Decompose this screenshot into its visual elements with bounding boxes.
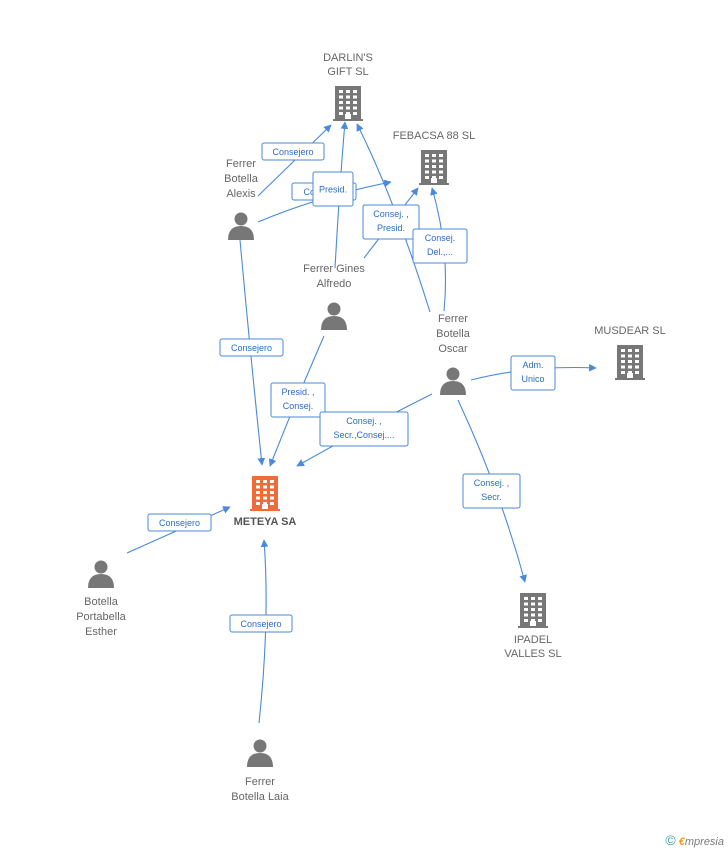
building-icon [518, 593, 548, 628]
edge-label-box [362, 204, 420, 240]
node-label-oscar: Oscar [438, 343, 468, 355]
node-musdear[interactable]: MUSDEAR SL [594, 325, 666, 380]
node-meteya[interactable]: METEYA SA [234, 476, 297, 528]
node-label-alfredo: Alfredo [317, 278, 352, 290]
footer-brand[interactable]: © €mpresia [665, 832, 724, 848]
building-icon [250, 476, 280, 511]
node-label-ipadel: VALLES SL [504, 648, 561, 660]
edge-label-text: Unico [521, 374, 544, 384]
edge-label-e3[interactable]: Consejero [219, 338, 284, 357]
node-label-ipadel: IPADEL [514, 634, 552, 646]
edge-label-e6[interactable]: Presid. , Consej. [270, 382, 326, 418]
nodes-layer: DARLIN'S GIFT SL FEBACSA 88 SL MUSDEAR SL ME… [76, 52, 666, 803]
edge-label-box [147, 513, 212, 532]
node-label-meteya: METEYA SA [234, 516, 297, 528]
person-icon [228, 212, 254, 240]
edge-label-box [270, 382, 326, 418]
building-icon [615, 345, 645, 380]
edge-label-e9[interactable]: Adm. Unico [510, 355, 556, 391]
node-label-laia: Botella Laia [231, 791, 289, 803]
edge-label-box [319, 411, 409, 447]
copyright-icon: © [665, 832, 676, 848]
person-icon [440, 367, 466, 395]
edge-label-text: Consejero [272, 147, 313, 157]
edge-label-e11[interactable]: Consej. , Secr. [462, 473, 521, 509]
edge-label-text: Consej. , [474, 478, 510, 488]
person-icon [88, 560, 114, 588]
edge-label-text: Consej. [283, 401, 314, 411]
node-febacsa[interactable]: FEBACSA 88 SL [393, 130, 476, 185]
node-label-darlins: DARLIN'S [323, 52, 373, 64]
node-label-musdear: MUSDEAR SL [594, 325, 666, 337]
node-label-darlins: GIFT SL [327, 66, 368, 78]
edge-labels-layer: ConsejeroConsejeroConsejeroPresid.Consej… [147, 142, 556, 633]
edge-label-text: Consejero [231, 343, 272, 353]
building-icon [333, 86, 363, 121]
node-label-oscar: Botella [436, 328, 471, 340]
person-icon [247, 739, 273, 767]
edge-label-e8[interactable]: Consej. Del.,... [412, 228, 468, 264]
edge-label-text: Consej. , [373, 209, 409, 219]
edge-label-box [412, 228, 468, 264]
edge-label-e1[interactable]: Consejero [261, 142, 325, 161]
edge-label-text: Secr. [481, 492, 502, 502]
node-label-esther: Botella [84, 596, 119, 608]
node-label-febacsa: FEBACSA 88 SL [393, 130, 476, 142]
brand-name: mpresia [684, 836, 724, 848]
node-label-laia: Ferrer [245, 776, 275, 788]
edge-label-e7[interactable]: Consej. , Presid. [362, 204, 420, 240]
node-label-alexis: Alexis [226, 188, 256, 200]
person-icon [321, 302, 347, 330]
node-ipadel[interactable]: IPADEL VALLES SL [504, 593, 562, 660]
edge-label-e13[interactable]: Consejero [229, 614, 293, 633]
node-darlins[interactable]: DARLIN'S GIFT SL [323, 52, 373, 121]
edge-label-box [312, 171, 354, 207]
edge-label-box [510, 355, 556, 391]
node-label-alexis: Botella [224, 173, 259, 185]
edge-label-e4[interactable]: Presid. [312, 171, 354, 207]
edge-label-text: Presid. [377, 223, 405, 233]
edge-label-text: Del.,... [427, 247, 453, 257]
node-label-oscar: Ferrer [438, 313, 468, 325]
edge-label-text: Consejero [159, 518, 200, 528]
edge-label-text: Consej. [425, 233, 456, 243]
edge-label-text: Consejero [240, 619, 281, 629]
node-label-esther: Esther [85, 626, 117, 638]
node-label-esther: Portabella [76, 611, 126, 623]
brand-initial: € [678, 836, 685, 848]
edge-label-text: Presid. [319, 185, 347, 195]
edge-label-box [219, 338, 284, 357]
node-label-alexis: Ferrer [226, 158, 256, 170]
edge-label-e10[interactable]: Consej. , Secr.,Consej.... [319, 411, 409, 447]
edge-label-box [462, 473, 521, 509]
edge-label-text: Presid. , [281, 387, 314, 397]
edge-label-text: Consej. , [346, 416, 382, 426]
edge-label-box [229, 614, 293, 633]
edge-label-text: Adm. [522, 360, 543, 370]
building-icon [419, 150, 449, 185]
edge-label-box [261, 142, 325, 161]
edge-label-e12[interactable]: Consejero [147, 513, 212, 532]
edge-label-text: Secr.,Consej.... [333, 430, 394, 440]
node-label-alfredo: Ferrer Gines [303, 263, 365, 275]
